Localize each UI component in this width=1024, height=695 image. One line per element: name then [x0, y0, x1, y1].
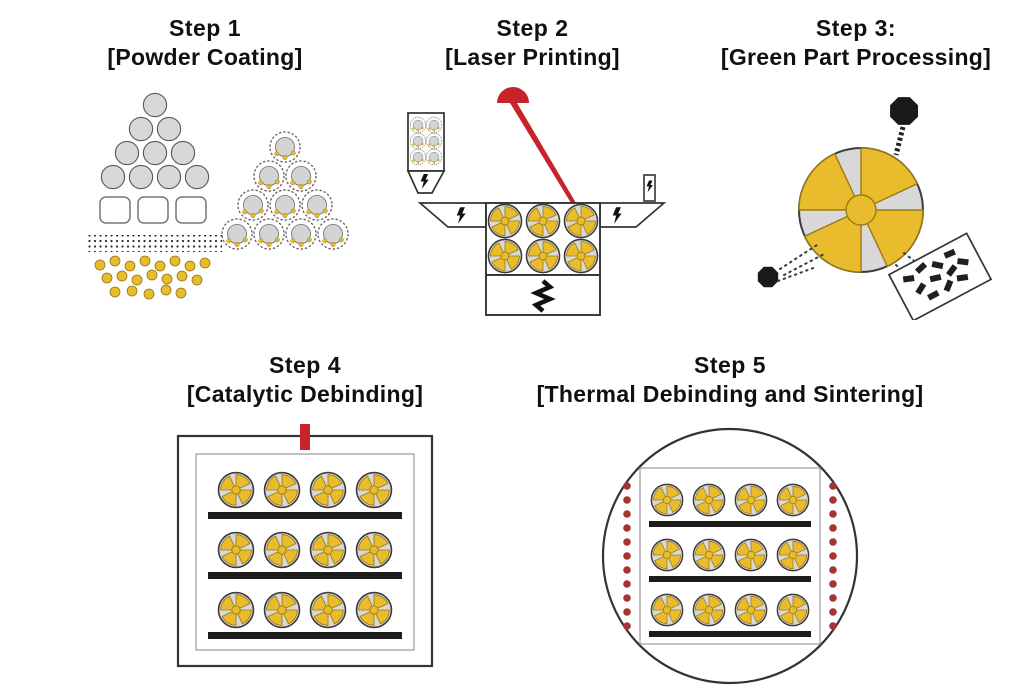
step-1-title: Step 1 — [168, 15, 242, 41]
step-2-subtitle: [Laser Printing] — [445, 44, 620, 70]
coated-powder-pyramid — [221, 131, 349, 250]
step-4-subtitle: [Catalytic Debinding] — [186, 381, 424, 407]
step-4-catalytic-debinding: Step 4 [Catalytic Debinding] — [160, 352, 450, 672]
overflow-chute-right — [598, 202, 666, 228]
furnace-chamber — [195, 453, 415, 651]
laser-beam — [509, 103, 576, 203]
step-2-laser-printing: Step 2 [Laser Printing] — [365, 15, 700, 330]
laser-source-icon — [496, 87, 529, 103]
powder-hopper — [406, 112, 445, 194]
blasting-nozzle-icon — [757, 266, 779, 288]
thermal-sintering-illustration — [601, 427, 859, 685]
step-3-subtitle: [Green Part Processing] — [720, 44, 992, 70]
catalytic-debinding-illustration — [176, 424, 434, 668]
recoater-nozzle — [642, 174, 656, 202]
furnace-outer-wall — [176, 434, 434, 668]
vent-pipe — [300, 424, 310, 450]
step-1-powder-coating: Step 1 [Powder Coating] — [55, 15, 355, 315]
powder-coating-illustration — [88, 92, 349, 300]
binder-particle-squares — [99, 196, 207, 224]
step-2-title: Step 2 — [496, 15, 569, 41]
step-5-subtitle: [Thermal Debinding and Sintering] — [536, 381, 924, 407]
part-shelves — [208, 471, 402, 639]
binder-droplet-cluster — [94, 255, 211, 300]
sintering-furnace-circle — [601, 427, 859, 685]
part-shelves — [649, 483, 811, 637]
heater-dots-right — [829, 482, 837, 630]
fine-powder-dot-grid — [88, 235, 222, 252]
step-3-green-part-processing: Step 3: [Green Part Processing] — [700, 15, 1012, 320]
step-1-subtitle: [Powder Coating] — [107, 44, 303, 70]
threaded-rod-icon — [893, 126, 906, 156]
metal-powder-pyramid — [100, 92, 210, 190]
heater-dots-left — [623, 482, 631, 630]
parts-tray — [887, 232, 993, 320]
furnace-rack-frame — [639, 467, 821, 645]
step-4-title: Step 4 — [268, 352, 342, 378]
build-piston — [484, 274, 601, 316]
step-3-title: Step 3: — [815, 15, 897, 41]
powder-bed — [484, 202, 601, 276]
step-5-thermal-debinding-sintering: Step 5 [Thermal Debinding and Sintering] — [488, 352, 972, 690]
machining-tool-icon — [890, 97, 918, 125]
green-part-magnified — [798, 147, 924, 273]
step-5-title: Step 5 — [693, 352, 767, 378]
laser-printing-illustration — [406, 87, 666, 316]
overflow-chute-left — [417, 202, 487, 228]
piston-screw-icon — [529, 279, 556, 313]
green-part-processing-illustration — [757, 97, 993, 320]
